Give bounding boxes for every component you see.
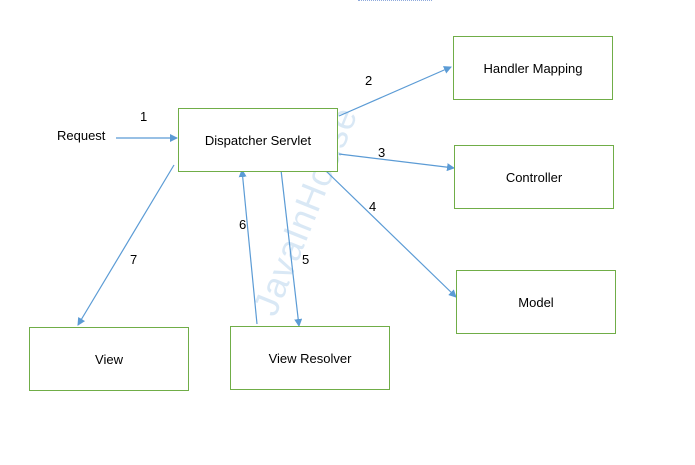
model-box: Model bbox=[456, 270, 616, 334]
step-4-label: 4 bbox=[369, 199, 377, 214]
step-2-label: 2 bbox=[365, 73, 373, 88]
view-resolver-box: View Resolver bbox=[230, 326, 390, 390]
top-dotted-line bbox=[358, 0, 432, 1]
arrow-4 bbox=[324, 169, 457, 298]
arrow-6 bbox=[238, 169, 258, 325]
step-5-label: 5 bbox=[302, 252, 310, 267]
controller-box: Controller bbox=[454, 145, 614, 209]
step-3-label: 3 bbox=[378, 145, 386, 160]
arrow-7 bbox=[77, 164, 175, 326]
step-6-label: 6 bbox=[239, 217, 247, 232]
arrow-2 bbox=[338, 66, 452, 117]
arrow-5 bbox=[280, 169, 303, 327]
step-7-label: 7 bbox=[130, 252, 138, 267]
handler-mapping-box: Handler Mapping bbox=[453, 36, 613, 100]
view-box: View bbox=[29, 327, 189, 391]
request-label: Request bbox=[57, 128, 106, 143]
arrow-3 bbox=[338, 153, 455, 172]
step-1-label: 1 bbox=[140, 109, 148, 124]
dispatcher-servlet-box: Dispatcher Servlet bbox=[178, 108, 338, 172]
